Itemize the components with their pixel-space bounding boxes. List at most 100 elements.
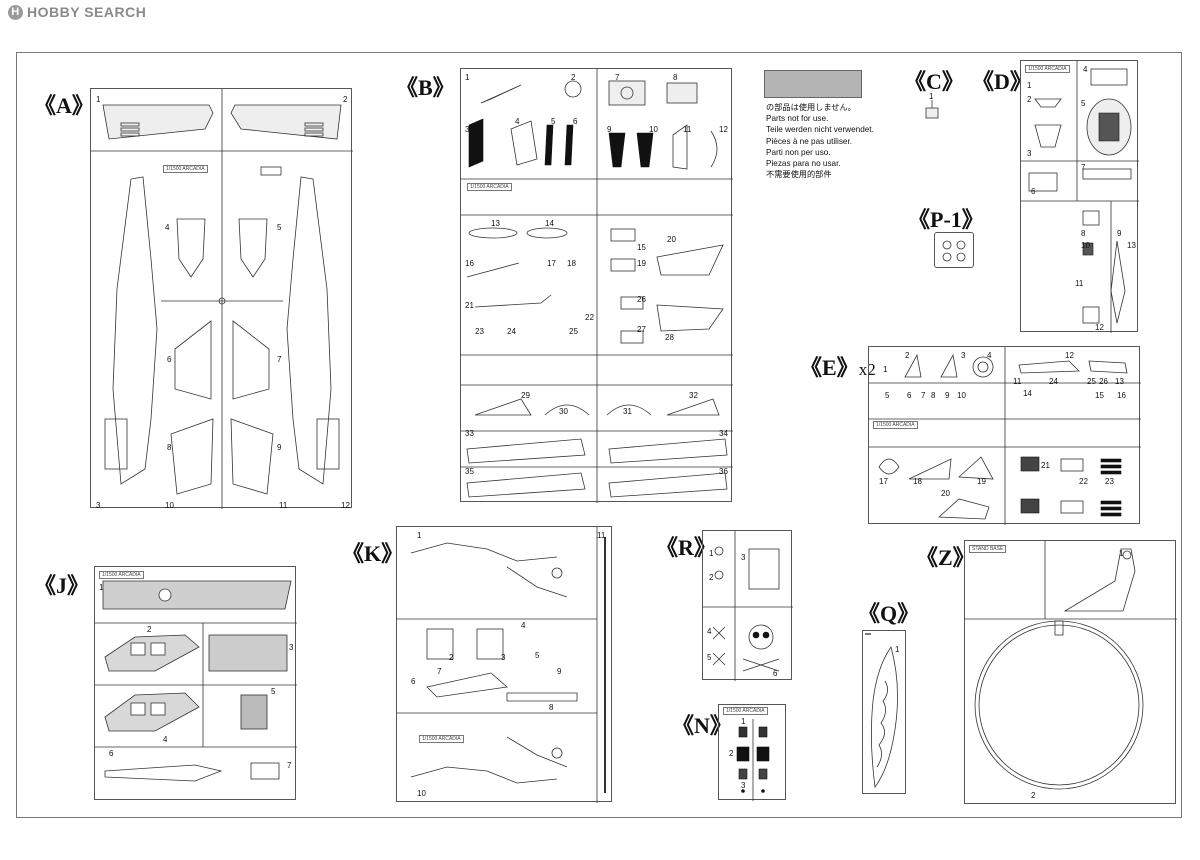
sprue-q-tag [865, 633, 871, 635]
part-number: 6 [1031, 187, 1036, 196]
part-number: 12 [719, 125, 728, 134]
legend-line: Piezas para no usar. [766, 159, 841, 169]
part-number: 19 [637, 259, 646, 268]
part-number: 1 [1027, 81, 1032, 90]
sprue-k: 1/1500 ARCADIA 1 2 3 4 5 6 7 8 9 10 11 [396, 526, 612, 803]
part-number: 10 [165, 501, 174, 510]
part-number: 2 [147, 625, 152, 634]
part-number: 16 [1117, 391, 1126, 400]
sprue-n-tag: 1/1500 ARCADIA [723, 707, 768, 715]
part-number: 9 [607, 125, 612, 134]
part-number: 35 [465, 467, 474, 476]
part-number: 11 [597, 531, 606, 540]
sprue-n: 1/1500 ARCADIA 1 2 3 [718, 704, 786, 801]
sprue-e-tag: 1/1500 ARCADIA [873, 421, 918, 429]
part-number: 6 [167, 355, 172, 364]
part-number: 12 [1095, 323, 1104, 332]
part-number: 3 [501, 653, 506, 662]
sprue-d-tag: 1/1500 ARCADIA [1025, 65, 1070, 73]
part-number: 25 [569, 327, 578, 336]
part-number: 33 [465, 429, 474, 438]
sprue-label-q: 《Q》 [858, 601, 920, 626]
sprue-label-c: 《C》 [904, 69, 964, 94]
part-number: 16 [465, 259, 474, 268]
part-number: 11 [279, 501, 288, 510]
part-number: 4 [1083, 65, 1088, 74]
part-number: 15 [637, 243, 646, 252]
part-number: 1 [741, 717, 746, 726]
part-number: 22 [1079, 477, 1088, 486]
sprue-b-drawing [461, 69, 733, 503]
part-number: 19 [977, 477, 986, 486]
part-number: 20 [667, 235, 676, 244]
part-number: 15 [1095, 391, 1104, 400]
sprue-r-drawing [703, 531, 793, 681]
part-number: 21 [1041, 461, 1050, 470]
part-number: 23 [1105, 477, 1114, 486]
part-number: 18 [913, 477, 922, 486]
sprue-k-tag: 1/1500 ARCADIA [419, 735, 464, 743]
part-number: 8 [673, 73, 678, 82]
part-number: 10 [649, 125, 658, 134]
part-number: 7 [277, 355, 282, 364]
part-number: 29 [521, 391, 530, 400]
part-number: 12 [341, 501, 350, 510]
part-number: 17 [547, 259, 556, 268]
sprue-label-e: 《E》x2 [800, 350, 876, 382]
part-number: 34 [719, 429, 728, 438]
part-number: 9 [277, 443, 282, 452]
part-number: 4 [163, 735, 168, 744]
part-number: 5 [1081, 99, 1086, 108]
part-number: 25 [1087, 377, 1096, 386]
part-number: 22 [585, 313, 594, 322]
part-number: 31 [623, 407, 632, 416]
legend-line: の部品は使用しません。 [766, 103, 856, 112]
part-number: 8 [167, 443, 172, 452]
part-number: 4 [707, 627, 712, 636]
sprue-j-drawing [95, 580, 297, 782]
part-number: 7 [921, 391, 926, 400]
sprue-label-d: 《D》 [972, 69, 1032, 94]
part-number: 3 [961, 351, 966, 360]
part-number: 2 [1031, 791, 1036, 800]
part-number: 6 [573, 117, 578, 126]
sprue-d-drawing [1021, 61, 1139, 333]
sprue-label-n: 《N》 [672, 713, 732, 738]
sprue-r: 1 2 3 4 5 6 [702, 530, 793, 681]
sprue-b: 1/1500 ARCADIA 1 2 3 4 5 6 7 8 9 10 11 1… [460, 68, 733, 503]
part-number: 10 [417, 789, 426, 798]
part-number: 5 [551, 117, 556, 126]
part-number: 8 [931, 391, 936, 400]
part-number: 1 [99, 583, 104, 592]
sprue-label-e-text: 《E》 [800, 355, 859, 380]
part-number: 13 [1115, 377, 1124, 386]
part-number: 1 [709, 549, 714, 558]
legend-line: Parti non per uso. [766, 147, 831, 157]
part-number: 7 [437, 667, 442, 676]
sprue-z-drawing [965, 541, 1177, 790]
part-number: 4 [165, 223, 170, 232]
sprue-label-j: 《J》 [34, 573, 90, 598]
part-number: 13 [1127, 241, 1136, 250]
sprue-a-tag: 1/1500 ARCADIA [163, 165, 208, 173]
sprue-p1-drawing [942, 240, 966, 262]
sprue-label-b: 《B》 [396, 75, 455, 100]
sprue-z: STAND BASE 1 2 [964, 540, 1177, 804]
part-number: 5 [271, 687, 276, 696]
part-number: 10 [1081, 241, 1090, 250]
sprue-label-p1: 《P-1》 [908, 207, 984, 232]
part-number: 11 [1075, 279, 1084, 288]
sprue-j: 1/1500 ARCADIA 1 2 3 4 5 6 7 [94, 566, 297, 800]
part-number: 1 [1119, 549, 1124, 558]
part-number: 1 [417, 531, 422, 540]
part-number: 9 [1117, 229, 1122, 238]
sprue-b-tag: 1/1500 ARCADIA [467, 183, 512, 191]
logo-text: HOBBY SEARCH [27, 4, 147, 20]
sprue-q-drawing [871, 646, 898, 789]
part-number: 2 [729, 749, 734, 758]
sprue-label-k: 《K》 [342, 541, 404, 566]
legend-line: Pièces à ne pas utiliser. [766, 136, 853, 146]
part-number: 23 [475, 327, 484, 336]
part-number: 3 [465, 125, 470, 134]
part-number: 1 [929, 92, 934, 101]
